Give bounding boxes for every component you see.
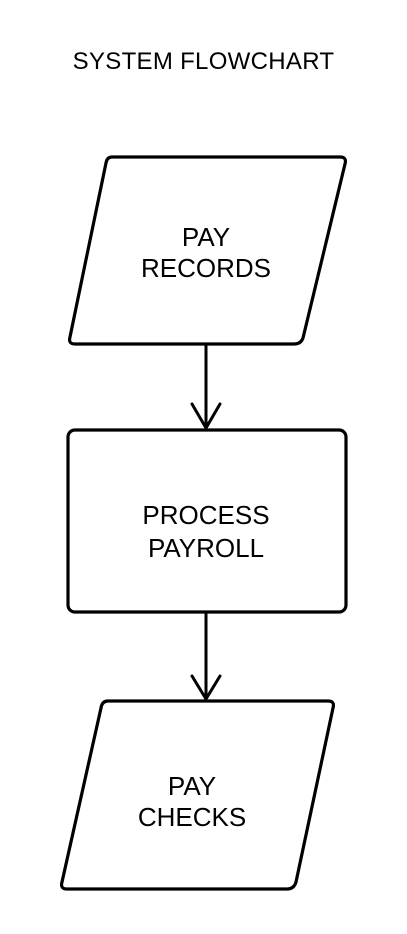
pay-records-parallelogram [67,155,348,346]
pay-checks-label-line-2: CHECKS [138,802,246,832]
pay-records-node: PAY RECORDS [67,155,348,346]
connector-process-to-output [190,612,222,701]
process-payroll-label-line-2: PAYROLL [148,533,264,563]
pay-checks-node: PAY CHECKS [59,699,336,891]
pay-records-label-line-2: RECORDS [141,253,271,283]
pay-records-label-line-1: PAY [182,222,230,252]
arrowhead-down-2 [190,674,222,701]
pay-checks-parallelogram [59,699,336,891]
connector-input-to-process [190,344,222,430]
pay-checks-label-line-1: PAY [168,771,216,801]
diagram-title: SYSTEM FLOWCHART [72,48,335,75]
arrowhead-down-1 [190,402,222,430]
process-payroll-label-line-1: PROCESS [142,500,269,530]
process-payroll-node: PROCESS PAYROLL [66,428,348,614]
